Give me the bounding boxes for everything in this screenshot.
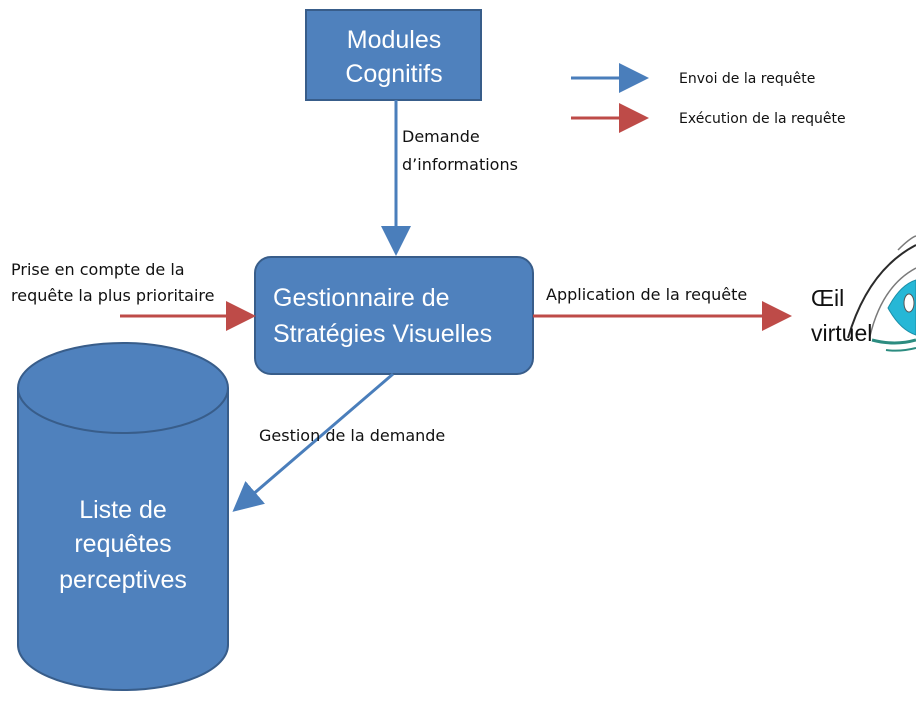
cognitive-modules-line1: Modules [347,26,442,54]
request-list-line1: Liste de [79,496,167,524]
manage-request-label: Gestion de la demande [259,426,445,445]
virtual-eye-line2: virtuel [811,320,872,346]
request-list-line3: perceptives [59,566,187,594]
virtual-eye-line1: Œil [811,285,844,311]
legend-send-label: Envoi de la requête [679,71,815,87]
cognitive-modules-node: Modules Cognitifs [305,9,482,101]
eye-icon [847,235,916,352]
priority-label-line1: Prise en compte de la [11,260,185,279]
cognitive-modules-line2: Cognitifs [345,60,442,88]
legend: Envoi de la requête Exécution de la requ… [571,63,846,133]
apply-request-label: Application de la requête [546,285,747,304]
priority-label-line2: requête la plus prioritaire [11,286,215,305]
manager-line1: Gestionnaire de [273,284,450,312]
visual-strategy-manager-node: Gestionnaire de Stratégies Visuelles [254,256,534,375]
manage-request-arrow [232,372,394,512]
info-request-label-line2: d’informations [402,155,518,174]
request-list-node: Liste de requêtes perceptives [17,342,229,691]
manager-line2: Stratégies Visuelles [273,320,492,348]
request-list-line2: requêtes [74,530,171,558]
request-list-body [17,388,229,691]
legend-exec-label: Exécution de la requête [679,111,846,127]
info-request-label-line1: Demande [402,127,480,146]
request-list-top [17,342,229,434]
